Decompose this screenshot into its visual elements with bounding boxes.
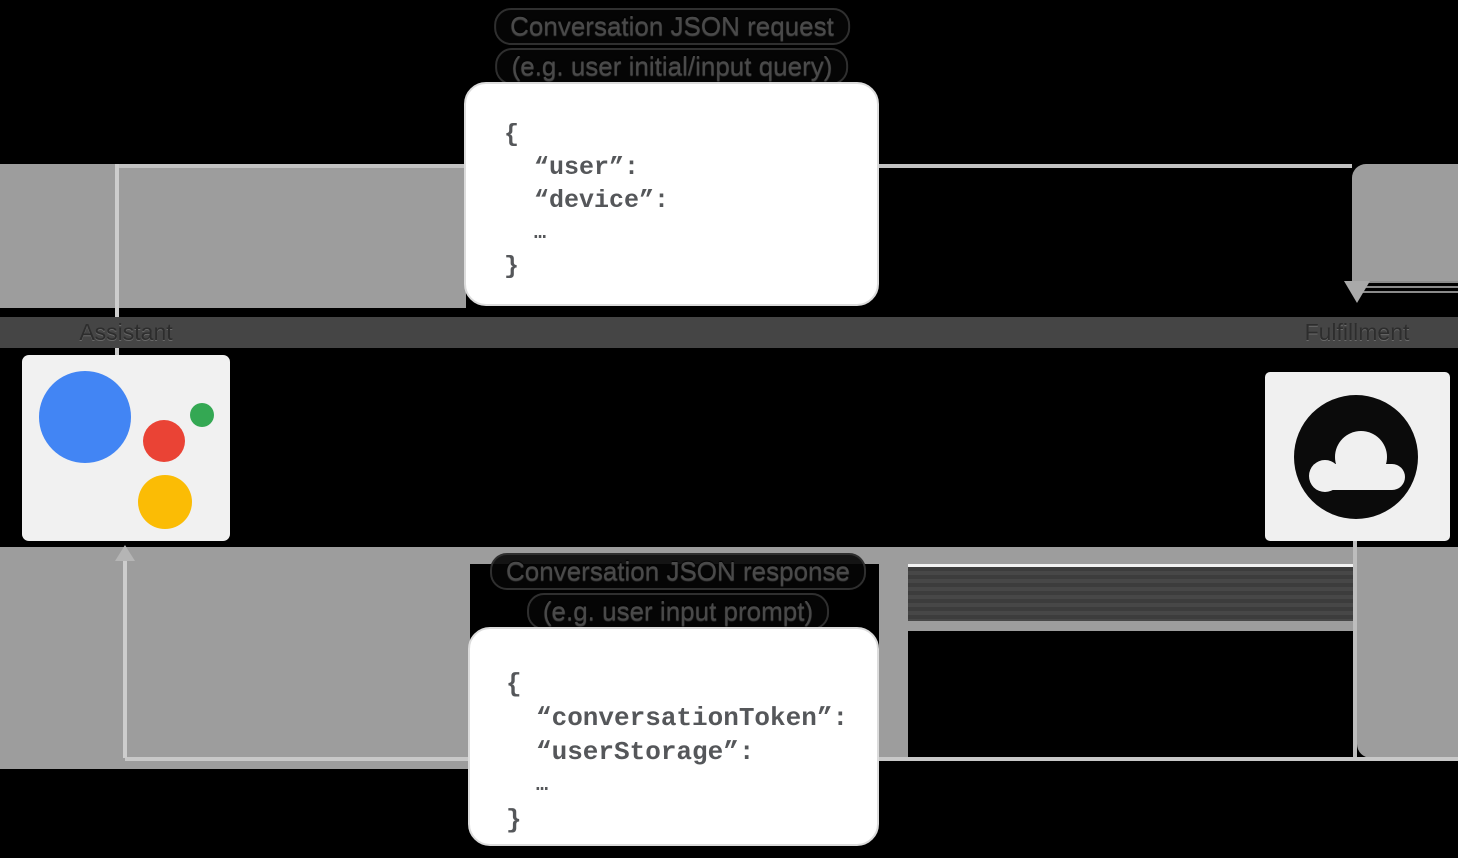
assistant-green-circle bbox=[190, 403, 214, 427]
code-line: { bbox=[506, 669, 522, 699]
code-line: “conversationToken”: bbox=[536, 703, 849, 733]
code-line: { bbox=[504, 120, 520, 149]
response-arrowhead-up-icon bbox=[115, 545, 135, 561]
assistant-label: Assistant bbox=[79, 319, 173, 345]
code-line: … bbox=[536, 774, 549, 797]
response-json-snippet: { “conversationToken”: “userStorage”: … … bbox=[468, 627, 879, 846]
response-band-highlight-stripe bbox=[908, 564, 1357, 567]
code-line: } bbox=[504, 252, 520, 281]
code-line: } bbox=[506, 805, 522, 835]
response-arrow-line-assistant-vertical bbox=[123, 559, 127, 758]
response-label-line1: Conversation JSON response bbox=[490, 553, 866, 590]
assistant-yellow-circle bbox=[138, 475, 192, 529]
code-line: … bbox=[534, 222, 547, 245]
node-label-band bbox=[0, 317, 1458, 348]
request-label-line2: (e.g. user initial/input query) bbox=[495, 48, 849, 85]
assistant-blue-circle bbox=[39, 371, 131, 463]
request-arrowhead-down-icon bbox=[1344, 281, 1370, 303]
assistant-red-circle bbox=[143, 420, 185, 462]
fulfillment-cloud-icon bbox=[1265, 372, 1450, 541]
fulfillment-label: Fulfillment bbox=[1304, 319, 1410, 345]
request-label-line1: Conversation JSON request bbox=[494, 8, 850, 45]
request-arrow-band-fade bbox=[1360, 281, 1458, 296]
cloud-icon bbox=[1294, 395, 1418, 519]
google-assistant-icon bbox=[22, 355, 230, 541]
request-json-snippet: { “user”: “device”: … } bbox=[464, 82, 879, 306]
response-arrow-line-fulfillment-vertical bbox=[1353, 541, 1357, 759]
code-line: “userStorage”: bbox=[536, 737, 755, 767]
request-arrow-band-left bbox=[0, 164, 466, 308]
response-arrow-band-gutter bbox=[879, 547, 908, 758]
response-arrow-band-right bbox=[1357, 547, 1458, 758]
request-arrow-band-right bbox=[1352, 164, 1458, 281]
request-arrow-line-assistant-vertical bbox=[115, 164, 119, 356]
code-line: “device”: bbox=[534, 186, 670, 215]
response-band-dark-stripe bbox=[908, 567, 1357, 621]
response-band-lower-stripe bbox=[908, 621, 1357, 631]
code-line: “user”: bbox=[534, 153, 640, 182]
response-label-line2: (e.g. user input prompt) bbox=[526, 593, 830, 630]
response-arrow-band-left bbox=[0, 547, 470, 769]
request-arrow-label: Conversation JSON request (e.g. user ini… bbox=[494, 8, 850, 85]
response-arrow-label: Conversation JSON response (e.g. user in… bbox=[490, 553, 866, 630]
